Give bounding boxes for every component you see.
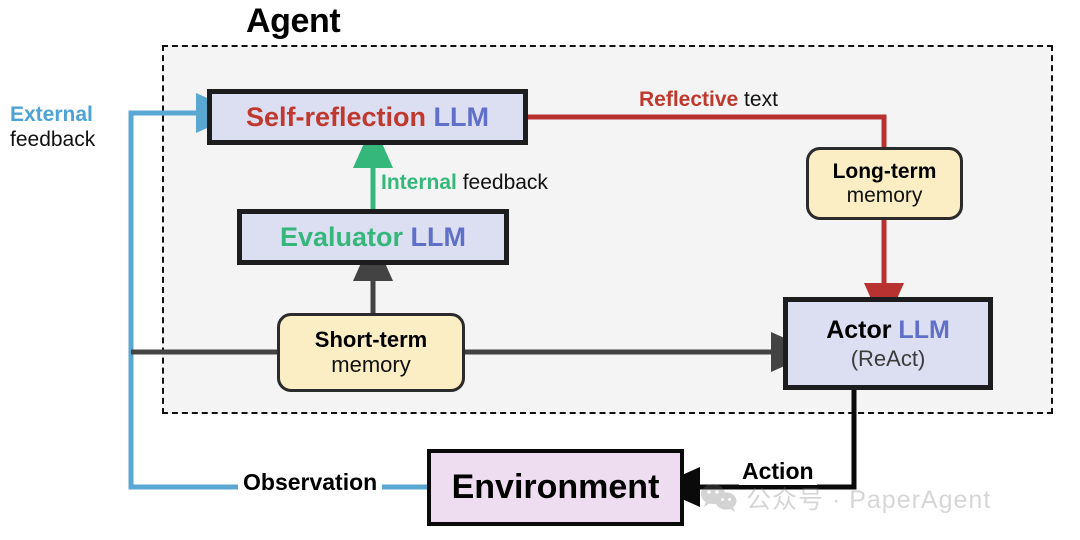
- node-environment-label: Environment: [451, 468, 660, 506]
- node-short-term-memory[interactable]: Short-term memory: [277, 313, 465, 392]
- node-evaluator-label-part1: Evaluator: [279, 221, 404, 252]
- edge-label-reflective-text: Reflective text: [639, 88, 778, 113]
- node-actor-label: Actor LLM: [826, 316, 950, 344]
- edge-label-external-feedback-part1: External: [10, 103, 93, 126]
- node-long-term-memory[interactable]: Long-term memory: [806, 147, 963, 220]
- node-self-reflection-llm[interactable]: Self-reflection LLM: [207, 89, 528, 145]
- node-actor-label-part1: Actor: [826, 315, 892, 344]
- edge-label-internal-feedback: Internal feedback: [381, 171, 548, 196]
- node-evaluator-label-part2: LLM: [403, 221, 467, 252]
- edge-label-action: Action: [739, 458, 817, 486]
- node-evaluator-llm[interactable]: Evaluator LLM: [237, 209, 509, 265]
- edge-label-external-feedback: External feedback: [10, 103, 95, 153]
- node-long-term-memory-line2: memory: [846, 183, 923, 207]
- node-actor-llm[interactable]: Actor LLM (ReAct): [783, 297, 993, 390]
- edge-label-external-feedback-part2: feedback: [10, 127, 96, 151]
- node-short-term-memory-line1: Short-term: [314, 326, 428, 352]
- node-actor-label-part2: LLM: [891, 315, 950, 344]
- watermark-text: 公众号 · PaperAgent: [746, 486, 992, 514]
- node-self-reflection-label-part1: Self-reflection: [245, 101, 427, 132]
- node-self-reflection-label: Self-reflection LLM: [246, 102, 489, 132]
- node-actor-sublabel: (ReAct): [850, 345, 926, 371]
- edge-label-reflective-text-part1: Reflective: [639, 88, 739, 111]
- edge-label-reflective-text-part2: text: [738, 88, 778, 111]
- wechat-icon: [701, 484, 737, 512]
- node-long-term-memory-line1: Long-term: [832, 159, 937, 183]
- node-evaluator-label: Evaluator LLM: [280, 222, 466, 252]
- edge-label-internal-feedback-part2: feedback: [456, 171, 548, 194]
- watermark: 公众号 · PaperAgent: [700, 480, 991, 516]
- node-environment[interactable]: Environment: [427, 449, 684, 526]
- page-title: Agent: [246, 2, 341, 40]
- edge-label-internal-feedback-part1: Internal: [381, 171, 457, 194]
- edge-label-observation: Observation: [238, 469, 383, 497]
- node-short-term-memory-line2: memory: [331, 351, 411, 377]
- node-self-reflection-label-part2: LLM: [426, 101, 490, 132]
